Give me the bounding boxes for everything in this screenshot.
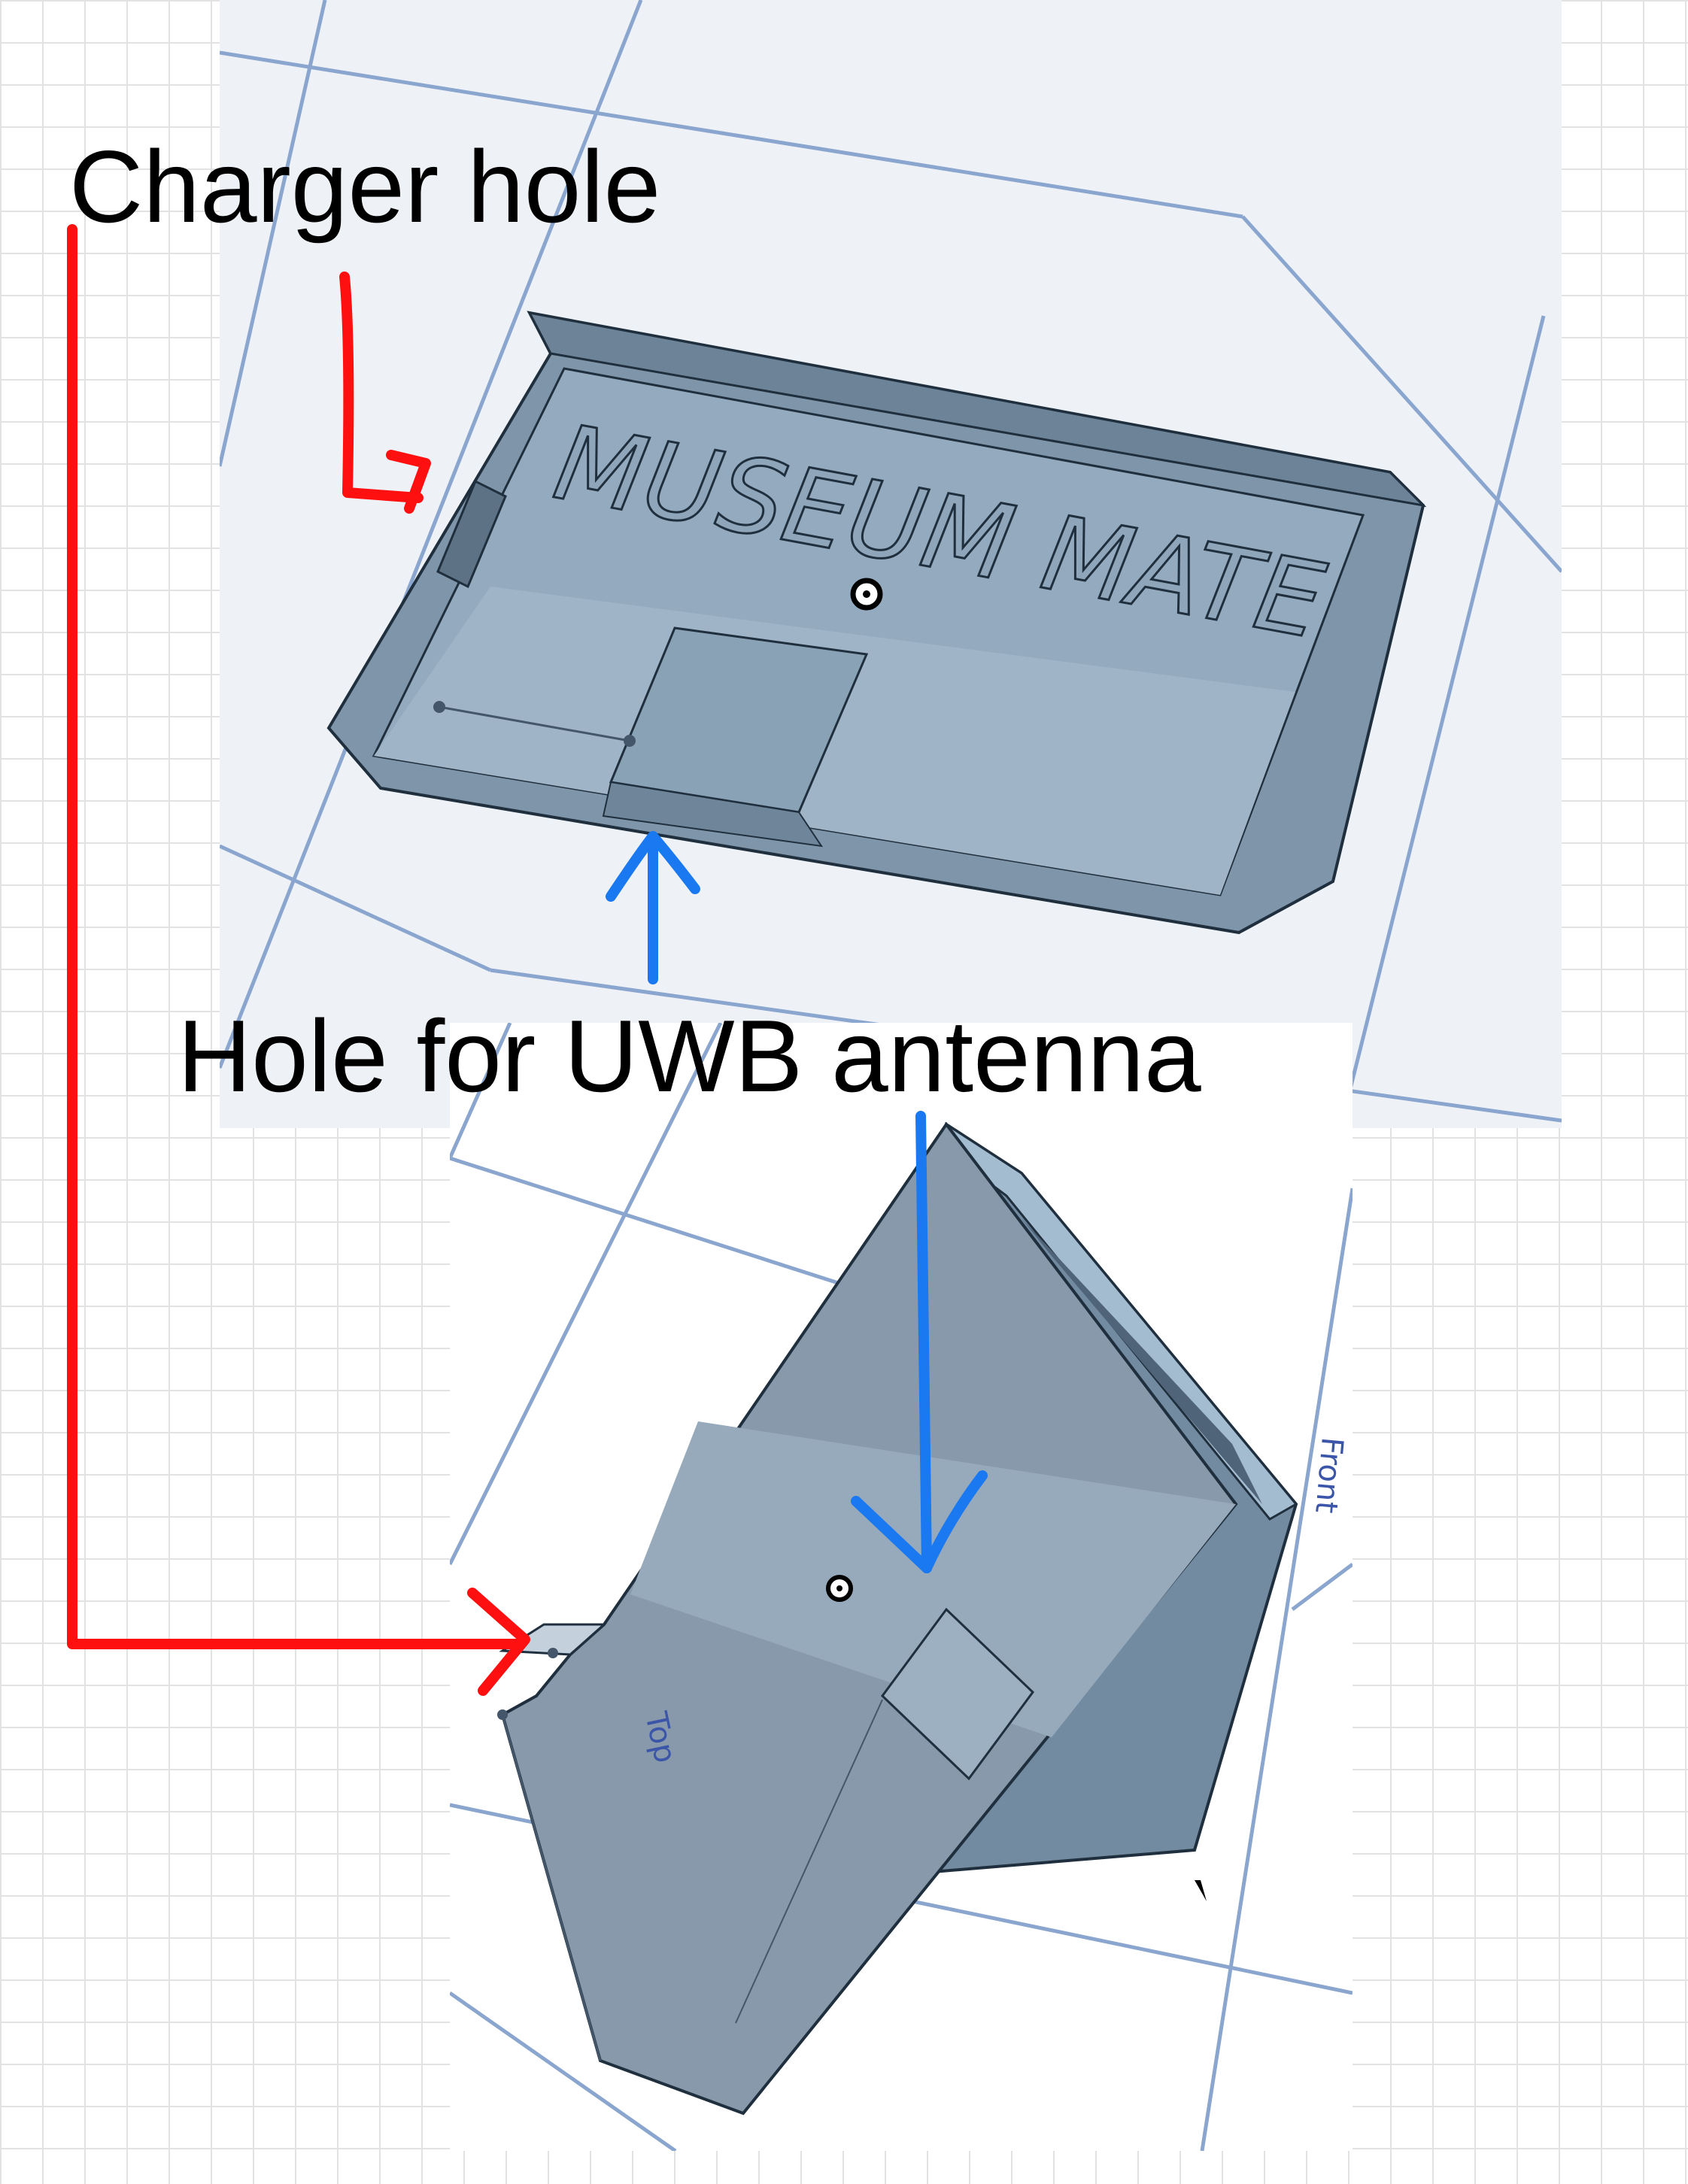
antenna-window bbox=[881, 1607, 1034, 1781]
bottom-view-panel: Top Front bbox=[450, 1023, 1353, 2151]
origin-marker-dot bbox=[863, 590, 870, 598]
charger-step bbox=[499, 1623, 607, 1656]
edge-line bbox=[735, 1699, 883, 2024]
antenna-slot-edge bbox=[602, 781, 824, 848]
plane-outline bbox=[220, 0, 1562, 1128]
cursor-mark bbox=[1195, 1880, 1207, 1901]
seam-point bbox=[433, 701, 445, 713]
top-view-render: MUSEUM MATE bbox=[220, 0, 1562, 1128]
bottom-view-render: Top Front bbox=[450, 1023, 1353, 2151]
antenna-up-arrowhead bbox=[606, 831, 700, 902]
enclosure-opening bbox=[1022, 1218, 1262, 1504]
charger-short-arrowhead bbox=[386, 450, 431, 514]
top-view-panel: MUSEUM MATE bbox=[220, 0, 1562, 1128]
charger-long-arrow bbox=[67, 224, 524, 1649]
origin-marker-dot bbox=[836, 1585, 842, 1591]
antenna-down-arrow bbox=[915, 1111, 932, 1573]
bottom-face-highlight bbox=[630, 1421, 1236, 1737]
edge-line bbox=[501, 1714, 602, 2061]
charger-slot bbox=[436, 479, 507, 589]
seam-point bbox=[624, 735, 636, 747]
seam-line bbox=[439, 705, 630, 742]
edge-point bbox=[497, 1709, 508, 1720]
enclosure-face-light bbox=[374, 587, 1295, 895]
charger-long-arrowhead bbox=[467, 1588, 530, 1696]
face-label-front: Front bbox=[1308, 1436, 1349, 1515]
enclosure-rim bbox=[527, 311, 1427, 508]
charger-short-arrow bbox=[339, 271, 424, 503]
charger-hole-label: Charger hole bbox=[69, 129, 661, 244]
antenna-hole-label: Hole for UWB antenna bbox=[178, 999, 1201, 1113]
antenna-down-arrowhead bbox=[851, 1470, 988, 1573]
edge-point bbox=[548, 1648, 558, 1658]
